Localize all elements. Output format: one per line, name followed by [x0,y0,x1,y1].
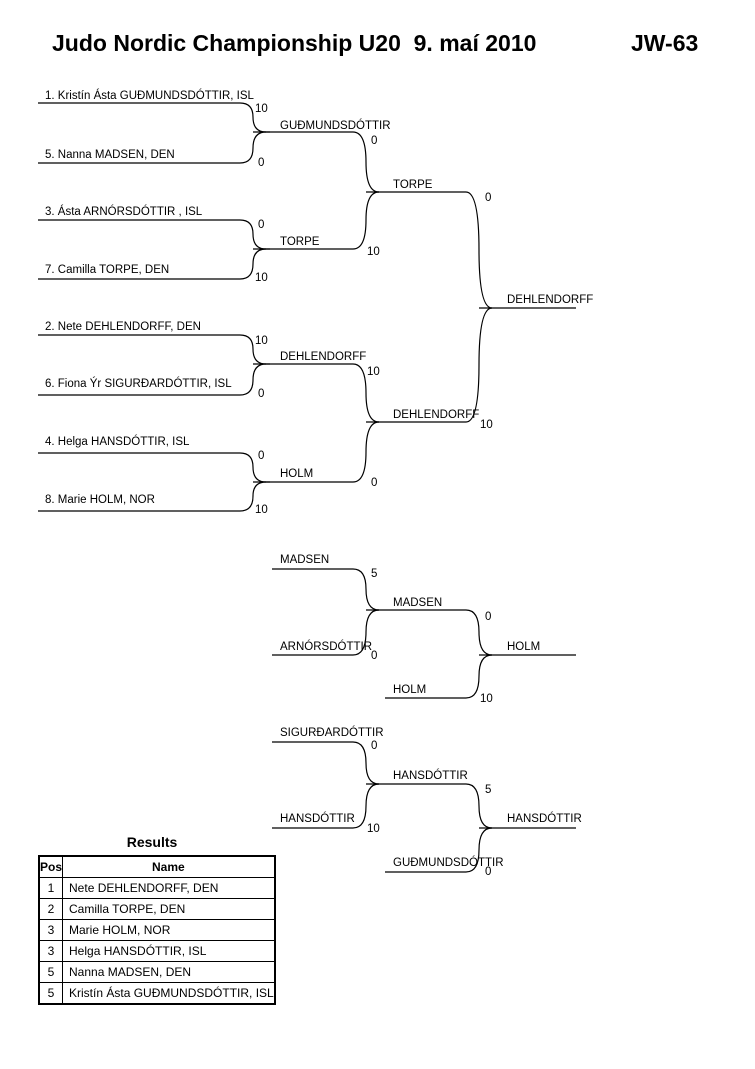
rep1-competitor-b: ARNÓRSDÓTTIR [280,640,372,653]
rep2-loser-score: 0 [485,866,491,878]
result-pos: 3 [38,919,64,941]
r1-line-5 [38,334,270,365]
r3-line-1 [366,191,493,309]
final-winner: DEHLENDORFF [507,294,593,306]
table-row: 5 Kristín Ásta GUÐMUNDSDÓTTIR, ISL [38,982,276,1005]
r1-line-8 [38,481,267,512]
r1-score-8: 10 [255,504,268,516]
result-pos: 5 [38,961,64,983]
r2-line-4 [253,421,380,483]
result-name: Camilla TORPE, DEN [62,898,276,920]
r2-competitor-1: GUÐMUNDSDÓTTIR [280,119,391,132]
rep2-line-loser [385,827,493,873]
r3-line-2 [366,307,493,423]
r1-competitor-4: 7. Camilla TORPE, DEN [45,264,169,276]
result-pos: 3 [38,940,64,962]
r1-line-1 [38,102,270,133]
rep1-line-winner [366,609,493,656]
r1-score-2: 0 [258,157,264,169]
r3-competitor-1: TORPE [393,179,433,191]
rep1-loser-score: 10 [480,693,493,705]
r1-line-3 [38,219,270,250]
r1-score-6: 0 [258,388,264,400]
r2-line-3 [253,363,380,423]
result-name: Helga HANSDÓTTIR, ISL [62,940,276,962]
results-title: Results [126,834,178,850]
r1-line-4 [38,248,267,280]
weight-class-code: JW-63 [631,30,699,56]
table-row: 3 Marie HOLM, NOR [38,919,276,941]
r2-score-3: 10 [367,366,380,378]
rep2-winner-score: 5 [485,784,491,796]
r2-line-1 [253,131,380,193]
rep1-loser-name: HOLM [393,684,426,696]
rep2-final-name: HANSDÓTTIR [507,812,582,825]
result-name: Kristín Ásta GUÐMUNDSDÓTTIR, ISL [62,982,276,1005]
rep2-winner-name: HANSDÓTTIR [393,769,468,782]
rep1-winner-score: 0 [485,611,491,623]
rep1-competitor-a: MADSEN [280,554,329,566]
r1-score-1: 10 [255,103,268,115]
results-header-row: Pos Name [38,855,276,878]
result-name: Marie HOLM, NOR [62,919,276,941]
r1-score-7: 0 [258,450,264,462]
r2-competitor-2: TORPE [280,236,320,248]
r2-score-1: 0 [371,135,377,147]
result-name: Nete DEHLENDORFF, DEN [62,877,276,899]
col-header-name: Name [62,855,276,878]
table-row: 5 Nanna MADSEN, DEN [38,961,276,983]
rep2-line-winner [366,783,493,829]
table-row: 2 Camilla TORPE, DEN [38,898,276,920]
r2-score-4: 0 [371,477,377,489]
col-header-pos: Pos [38,855,64,878]
r2-competitor-4: HOLM [280,468,313,480]
r2-line-2 [253,191,380,250]
r1-score-4: 10 [255,272,268,284]
table-row: 3 Helga HANSDÓTTIR, ISL [38,940,276,962]
rep2-score-b: 10 [367,823,380,835]
rep2-loser-name: GUÐMUNDSDÓTTIR [393,856,504,869]
result-name: Nanna MADSEN, DEN [62,961,276,983]
rep1-line-loser [385,654,493,699]
rep1-final-name: HOLM [507,641,540,653]
r3-competitor-2: DEHLENDORFF [393,409,479,421]
r1-competitor-7: 4. Helga HANSDÓTTIR, ISL [45,435,190,448]
r1-line-2 [38,131,267,164]
r1-competitor-6: 6. Fiona Ýr SIGURÐARDÓTTIR, ISL [45,377,232,390]
rep2-competitor-b: HANSDÓTTIR [280,812,355,825]
result-pos: 2 [38,898,64,920]
result-pos: 5 [38,982,64,1005]
rep1-line-b [272,609,380,656]
rep1-winner-name: MADSEN [393,597,442,609]
rep2-score-a: 0 [371,740,377,752]
result-pos: 1 [38,877,64,899]
table-row: 1 Nete DEHLENDORFF, DEN [38,877,276,899]
r1-score-5: 10 [255,335,268,347]
r1-competitor-3: 3. Ásta ARNÓRSDÓTTIR , ISL [45,205,203,218]
rep1-score-b: 0 [371,650,377,662]
rep2-line-b [272,783,380,829]
page-title: Judo Nordic Championship U20 9. maí 2010 [52,30,537,56]
r1-score-3: 0 [258,219,264,231]
r3-score-1: 0 [485,192,491,204]
r3-score-2: 10 [480,419,493,431]
rep1-score-a: 5 [371,568,377,580]
results-table: Pos Name 1 Nete DEHLENDORFF, DEN 2 Camil… [38,855,276,1005]
rep2-competitor-a: SIGURÐARDÓTTIR [280,726,384,739]
r1-line-6 [38,363,267,396]
r2-competitor-3: DEHLENDORFF [280,351,366,363]
r1-competitor-1: 1. Kristín Ásta GUÐMUNDSDÓTTIR, ISL [45,89,255,102]
r1-competitor-8: 8. Marie HOLM, NOR [45,494,155,506]
r1-competitor-2: 5. Nanna MADSEN, DEN [45,149,175,161]
r2-score-2: 10 [367,246,380,258]
r1-competitor-5: 2. Nete DEHLENDORFF, DEN [45,321,201,333]
r1-line-7 [38,452,270,483]
rep1-line-a [272,568,380,611]
rep2-line-a [272,741,380,785]
